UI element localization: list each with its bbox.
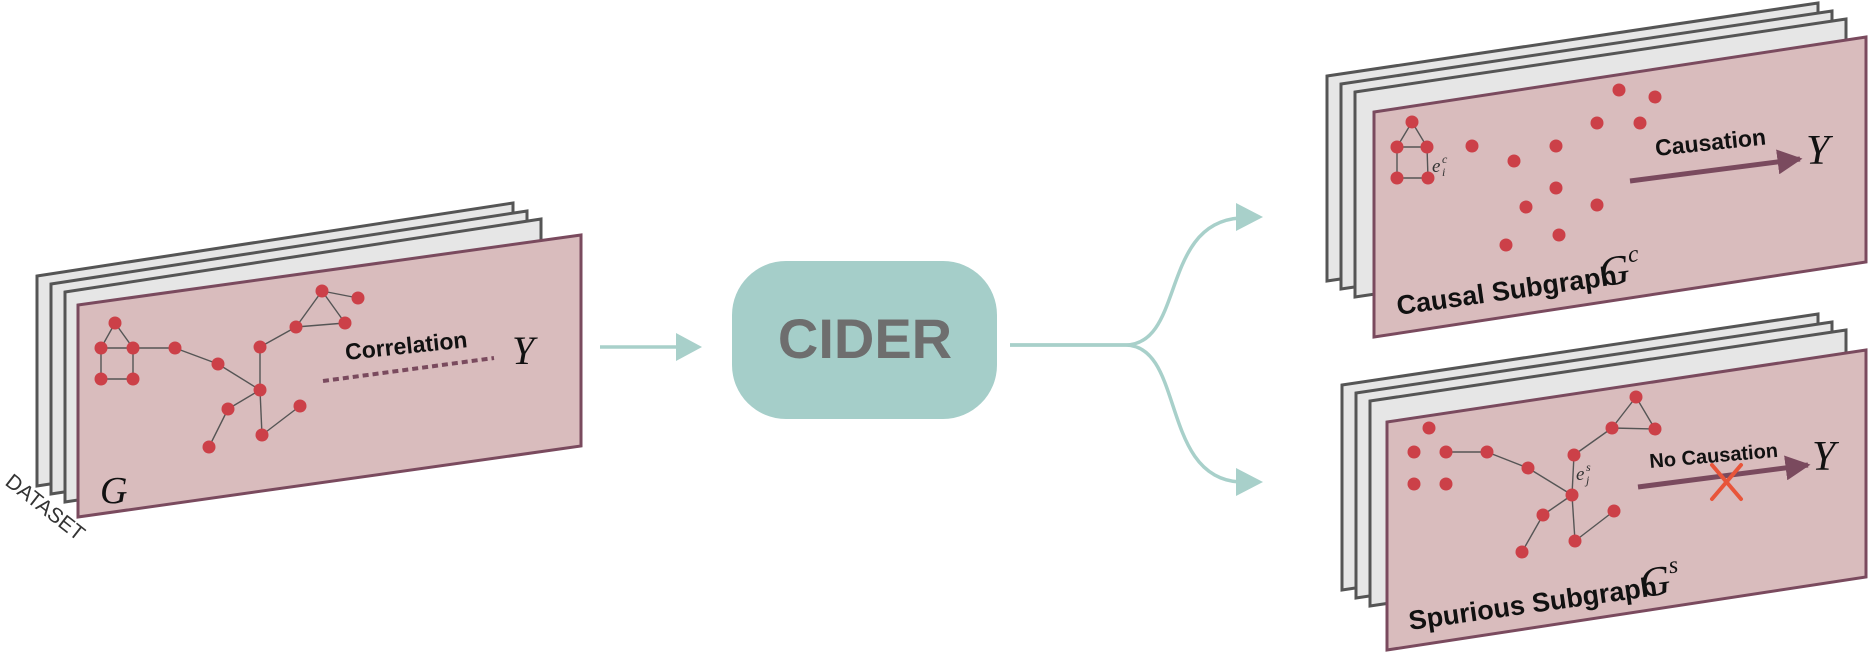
graph-node bbox=[1549, 139, 1563, 153]
graph-node bbox=[1480, 445, 1494, 459]
graph-node bbox=[1407, 445, 1421, 459]
cross-icon bbox=[1710, 463, 1743, 501]
arrow-head bbox=[676, 333, 702, 361]
edge-label-sup: s bbox=[1586, 460, 1591, 474]
graph-node bbox=[1567, 448, 1581, 462]
spurious-subgraph-card bbox=[1385, 348, 1868, 652]
causal-subgraph-card bbox=[1372, 35, 1868, 339]
causal-subgraph-symbol: G bbox=[1596, 247, 1632, 297]
graph-node bbox=[1507, 154, 1521, 168]
cider-model: CIDER bbox=[732, 261, 997, 419]
input-graph-label: G bbox=[100, 470, 127, 512]
causal-graph-nodes bbox=[1390, 83, 1662, 252]
graph-node bbox=[1568, 534, 1582, 548]
edge-label-sub: i bbox=[1442, 165, 1445, 179]
graph-node bbox=[1405, 115, 1419, 129]
graph-node bbox=[253, 340, 267, 354]
graph-node bbox=[1590, 116, 1604, 130]
graph-node bbox=[255, 428, 269, 442]
graph-node bbox=[126, 341, 140, 355]
spurious-graph-nodes bbox=[1407, 390, 1662, 559]
graph-node bbox=[1521, 461, 1535, 475]
causal-edge-label: e c i bbox=[1432, 152, 1448, 179]
spurious-subgraph-symbol: G bbox=[1637, 558, 1673, 608]
input-graph-stack: DATASET bbox=[1, 201, 583, 546]
graph-node bbox=[289, 320, 303, 334]
graph-node bbox=[94, 341, 108, 355]
graph-node bbox=[1590, 198, 1604, 212]
spurious-target-label: Y bbox=[1812, 434, 1840, 480]
causal-target-label: Y bbox=[1806, 128, 1834, 174]
graph-node bbox=[221, 402, 235, 416]
graph-node bbox=[1565, 488, 1579, 502]
graph-node bbox=[1420, 140, 1434, 154]
graph-node bbox=[1549, 181, 1563, 195]
graph-node bbox=[293, 399, 307, 413]
causation-arrow bbox=[1629, 149, 1803, 184]
spurious-subgraph-stack: e s j No Causation Y Spurious Subgraph G… bbox=[1340, 312, 1868, 652]
graph-node bbox=[126, 372, 140, 386]
input-graph-nodes bbox=[94, 284, 365, 454]
graph-node bbox=[1390, 171, 1404, 185]
split-arrows bbox=[1010, 216, 1241, 484]
arrow-to-model bbox=[600, 333, 702, 361]
graph-node bbox=[168, 341, 182, 355]
graph-node bbox=[1536, 508, 1550, 522]
graph-node bbox=[1605, 421, 1619, 435]
arrow-to-spurious bbox=[1010, 343, 1241, 484]
graph-node bbox=[1648, 90, 1662, 104]
graph-node bbox=[1607, 504, 1621, 518]
edge-label-sup: c bbox=[1442, 152, 1448, 166]
graph-node bbox=[1407, 477, 1421, 491]
edge-label-sub: j bbox=[1584, 473, 1590, 487]
causal-subgraph-superscript: c bbox=[1626, 241, 1641, 268]
graph-node bbox=[1633, 116, 1647, 130]
graph-node bbox=[338, 316, 352, 330]
graph-node bbox=[1439, 445, 1453, 459]
arrow-head bbox=[1236, 468, 1263, 496]
graph-node bbox=[1390, 140, 1404, 154]
graph-node bbox=[1515, 545, 1529, 559]
input-target-label: Y bbox=[512, 328, 538, 373]
arrow-head bbox=[1236, 203, 1263, 231]
graph-node bbox=[1421, 171, 1435, 185]
graph-node bbox=[1422, 421, 1436, 435]
graph-node bbox=[1612, 83, 1626, 97]
spurious-subgraph-superscript: s bbox=[1667, 552, 1680, 579]
graph-node bbox=[1629, 390, 1643, 404]
graph-node bbox=[211, 357, 225, 371]
edge-label-base: e bbox=[1432, 156, 1440, 177]
graph-node bbox=[1499, 238, 1513, 252]
graph-node bbox=[1439, 477, 1453, 491]
graph-node bbox=[1552, 228, 1566, 242]
cider-box bbox=[732, 261, 997, 419]
graph-node bbox=[351, 291, 365, 305]
graph-node bbox=[94, 372, 108, 386]
graph-node bbox=[202, 440, 216, 454]
spurious-edge-label: e s j bbox=[1576, 460, 1591, 487]
graph-node bbox=[1465, 139, 1479, 153]
graph-node bbox=[1519, 200, 1533, 214]
causal-subgraph-stack: e c i Causation Y Causal Subgraph G c bbox=[1325, 1, 1868, 339]
correlation-line bbox=[322, 356, 495, 383]
cider-label: CIDER bbox=[778, 307, 952, 370]
graph-node bbox=[253, 383, 267, 397]
graph-node bbox=[315, 284, 329, 298]
arrow-to-causal bbox=[1010, 216, 1241, 347]
graph-node bbox=[1648, 422, 1662, 436]
graph-node bbox=[108, 316, 122, 330]
edge-label-base: e bbox=[1576, 464, 1584, 485]
